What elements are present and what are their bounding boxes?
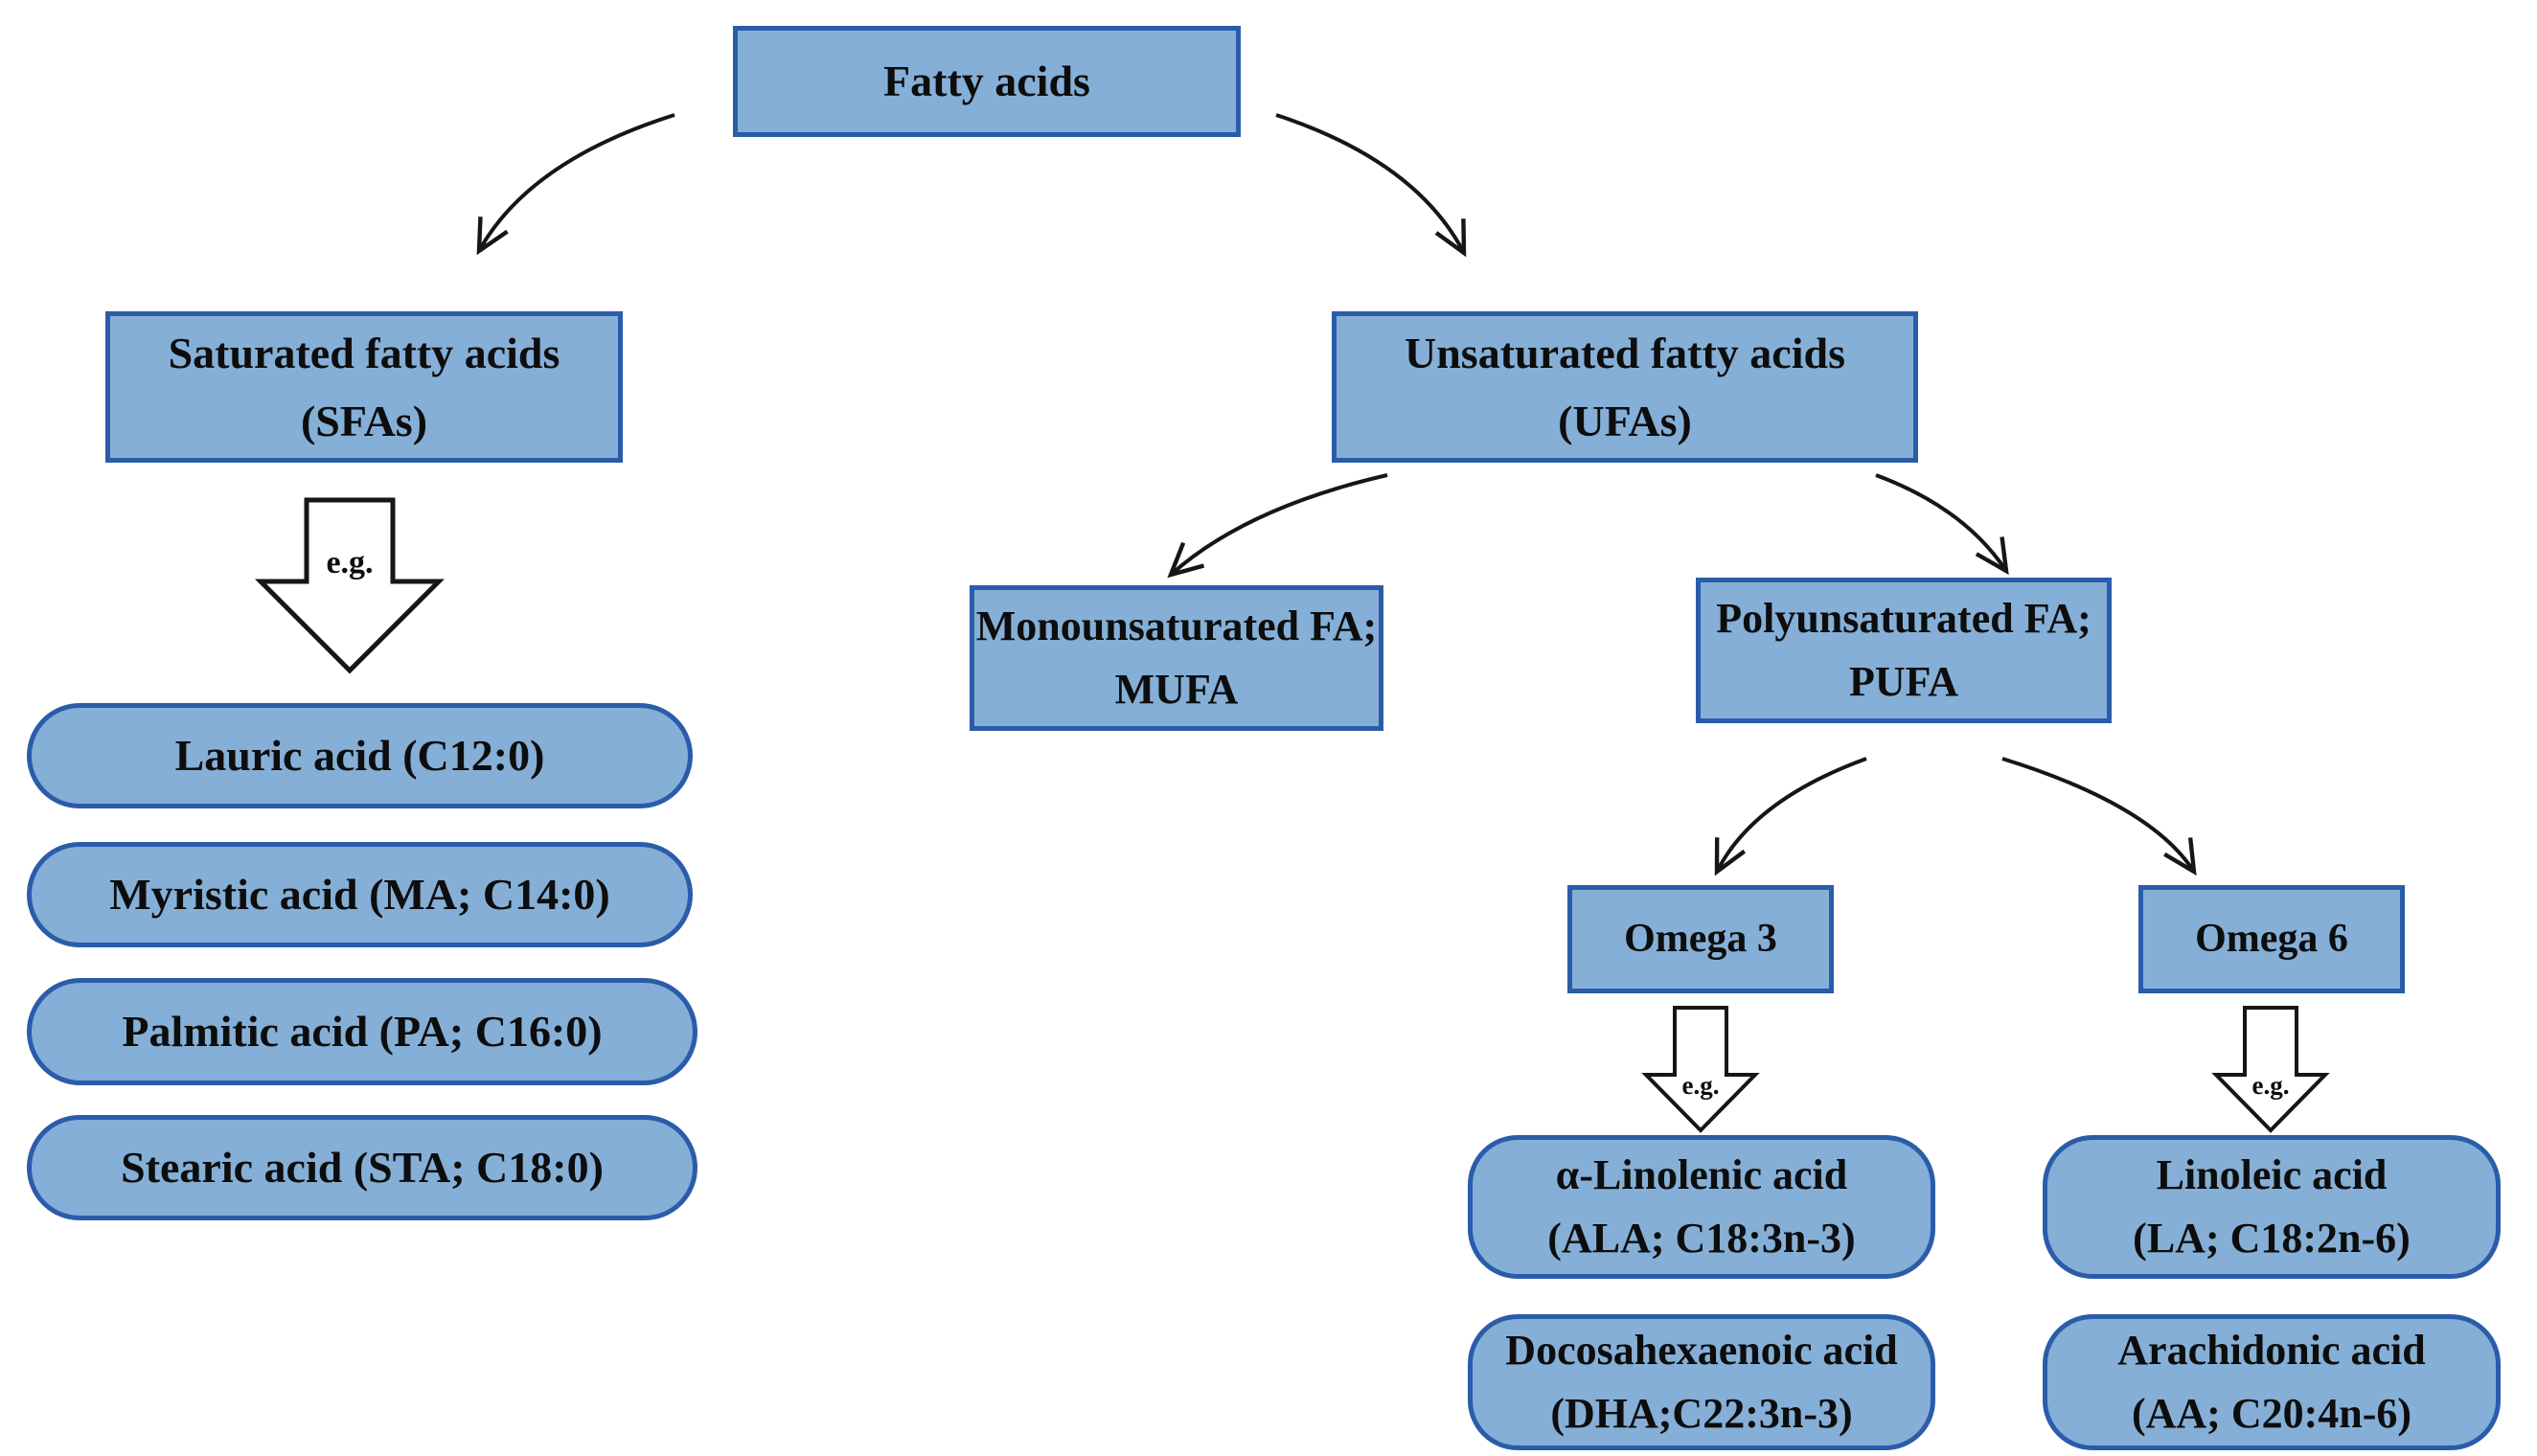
node-label: Fatty acids <box>883 57 1090 106</box>
node-label-line1: Monounsaturated FA; <box>975 603 1378 649</box>
node-unsaturated-fatty-acids: Unsaturated fatty acids (UFAs) <box>1332 311 1918 463</box>
node-label-line1: Unsaturated fatty acids <box>1405 328 1845 377</box>
node-lauric-acid: Lauric acid (C12:0) <box>27 703 693 808</box>
node-omega-3: Omega 3 <box>1567 885 1834 993</box>
eg-block-arrow-omega3 <box>1641 1006 1760 1133</box>
node-docosahexaenoic-acid: Docosahexaenoic acid (DHA;C22:3n-3) <box>1468 1314 1935 1450</box>
node-label-line1: Linoleic acid <box>2156 1151 2388 1198</box>
node-label-line2: (SFAs) <box>300 397 428 445</box>
node-omega-6: Omega 6 <box>2138 885 2405 993</box>
node-label-line1: α-Linolenic acid <box>1555 1151 1848 1198</box>
node-palmitic-acid: Palmitic acid (PA; C16:0) <box>27 978 697 1085</box>
node-saturated-fatty-acids: Saturated fatty acids (SFAs) <box>105 311 623 463</box>
node-label: Palmitic acid (PA; C16:0) <box>122 1007 603 1057</box>
node-label-line2: (LA; C18:2n-6) <box>2133 1215 2411 1262</box>
arrow-ufa-to-pufa <box>1875 473 2009 576</box>
node-label: Lauric acid (C12:0) <box>174 731 545 781</box>
eg-block-arrow-omega6 <box>2211 1006 2330 1133</box>
arrow-fatty-acids-to-sfa <box>476 113 675 256</box>
node-label-line1: Docosahexaenoic acid <box>1505 1327 1898 1374</box>
node-myristic-acid: Myristic acid (MA; C14:0) <box>27 842 693 947</box>
node-alpha-linolenic-acid: α-Linolenic acid (ALA; C18:3n-3) <box>1468 1135 1935 1279</box>
node-stearic-acid: Stearic acid (STA; C18:0) <box>27 1115 697 1220</box>
node-label-line2: (UFAs) <box>1558 397 1692 445</box>
node-label-line2: (AA; C20:4n-6) <box>2131 1390 2412 1437</box>
node-label-line2: (DHA;C22:3n-3) <box>1550 1390 1853 1437</box>
node-arachidonic-acid: Arachidonic acid (AA; C20:4n-6) <box>2043 1314 2501 1450</box>
node-polyunsaturated-fa: Polyunsaturated FA; PUFA <box>1696 578 2112 723</box>
node-label-line2: PUFA <box>1848 658 1959 705</box>
node-linoleic-acid: Linoleic acid (LA; C18:2n-6) <box>2043 1135 2501 1279</box>
eg-label: e.g. <box>2252 1071 2290 1100</box>
node-label-line2: MUFA <box>1114 666 1239 713</box>
node-monounsaturated-fa: Monounsaturated FA; MUFA <box>970 585 1383 731</box>
node-label-line1: Polyunsaturated FA; <box>1716 595 2091 642</box>
arrow-pufa-to-omega6 <box>2001 757 2197 876</box>
node-label: Myristic acid (MA; C14:0) <box>109 870 610 920</box>
node-label: Omega 6 <box>2195 917 2348 962</box>
eg-label: e.g. <box>1682 1071 1720 1100</box>
arrow-pufa-to-omega3 <box>1714 757 1867 876</box>
node-fatty-acids: Fatty acids <box>733 26 1241 137</box>
node-label-line1: Saturated fatty acids <box>168 328 560 377</box>
node-label: Stearic acid (STA; C18:0) <box>121 1143 604 1193</box>
arrow-ufa-to-mufa <box>1167 473 1388 579</box>
node-label-line2: (ALA; C18:3n-3) <box>1547 1215 1856 1262</box>
eg-block-arrow-sfa <box>254 497 446 674</box>
arrow-fatty-acids-to-ufa <box>1275 113 1467 258</box>
node-label: Omega 3 <box>1624 917 1777 962</box>
node-label-line1: Arachidonic acid <box>2117 1327 2426 1374</box>
eg-label: e.g. <box>326 545 373 580</box>
